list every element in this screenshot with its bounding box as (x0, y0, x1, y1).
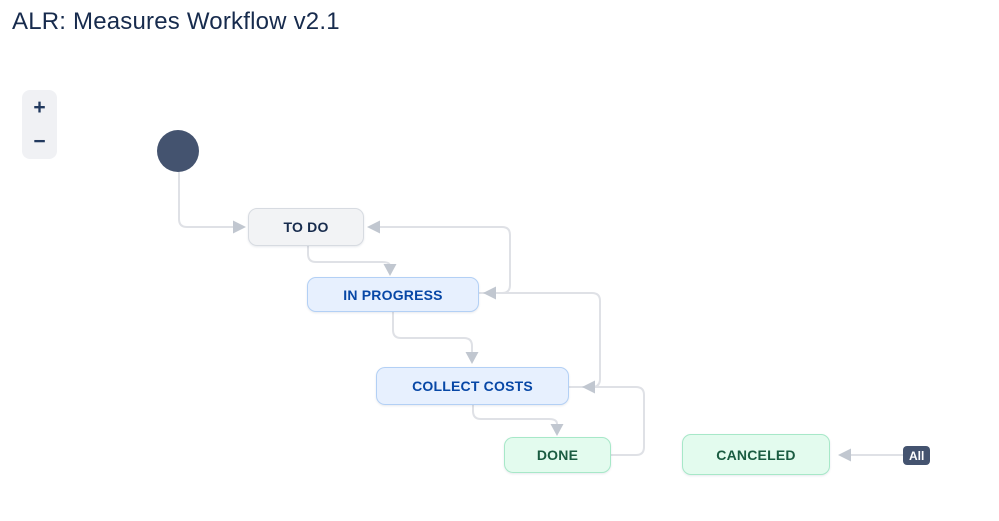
transition-line (307, 246, 391, 267)
all-transitions-badge[interactable]: All (903, 446, 931, 465)
status-node-to-do[interactable]: TO DO (248, 208, 364, 246)
status-node-in-progress[interactable]: IN PROGRESS (307, 277, 479, 312)
transition-arrowhead (550, 424, 564, 436)
transition-arrowhead (233, 220, 246, 234)
transition-arrowhead (582, 380, 595, 394)
transition-line (178, 171, 233, 228)
status-label: DONE (536, 447, 579, 463)
transition-arrowhead (383, 264, 397, 276)
transition-arrowhead (483, 286, 496, 300)
status-node-canceled[interactable]: CANCELED (682, 434, 830, 475)
status-label: IN PROGRESS (343, 286, 443, 303)
status-node-done[interactable]: DONE (504, 437, 611, 473)
start-node[interactable] (157, 130, 199, 172)
transition-start-to-todo[interactable] (178, 171, 246, 234)
transition-arrowhead (367, 220, 380, 234)
zoom-out-button[interactable]: − (22, 125, 57, 160)
transition-line (595, 386, 645, 456)
transition-arrowhead (838, 448, 851, 462)
transition-line (472, 405, 558, 425)
status-node-collect-costs[interactable]: COLLECT COSTS (376, 367, 569, 405)
status-label: COLLECT COSTS (412, 378, 533, 394)
transition-arrowhead (465, 352, 479, 364)
transition-collectcosts-to-done[interactable] (472, 405, 564, 436)
transition-done-to-collectcosts[interactable] (582, 380, 645, 456)
transition-inprogress-to-collectcosts[interactable] (392, 312, 479, 364)
zoom-control-panel: + − (22, 90, 57, 159)
status-label: CANCELED (716, 446, 796, 463)
page-title: ALR: Measures Workflow v2.1 (12, 8, 340, 35)
zoom-in-button[interactable]: + (22, 90, 57, 125)
transition-all-to-canceled[interactable] (838, 448, 903, 462)
transition-todo-to-inprogress[interactable] (307, 246, 397, 276)
status-label: TO DO (283, 219, 329, 235)
transition-line (392, 312, 473, 352)
